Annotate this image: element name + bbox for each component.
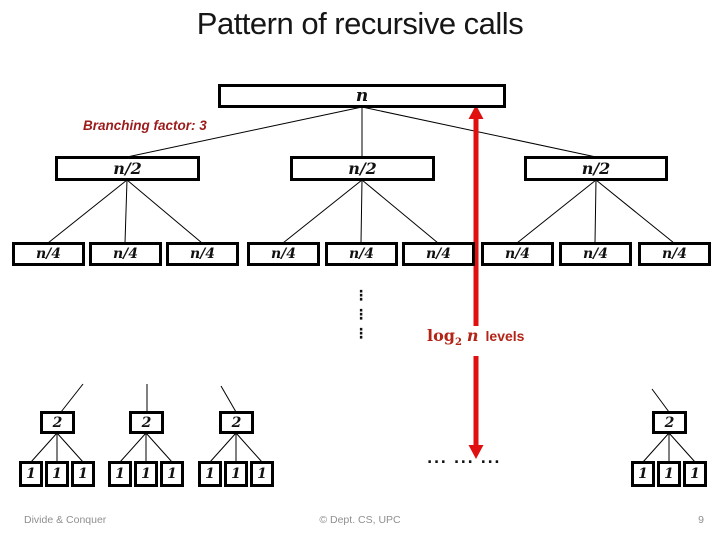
levels-word: levels xyxy=(485,328,525,344)
tree-node-n4: n/4 xyxy=(325,242,398,266)
node-label: n/4 xyxy=(189,246,216,262)
node-label: 1 xyxy=(257,466,267,482)
tree-node-n4: n/4 xyxy=(166,242,239,266)
tree-node-two: 2 xyxy=(219,411,254,434)
tree-node-one: 1 xyxy=(250,461,274,487)
footer-course-label: Divide & Conquer xyxy=(24,514,107,526)
node-label: n/4 xyxy=(348,246,375,262)
node-label: n/2 xyxy=(348,159,377,178)
vertical-ellipsis-glyph: ⋮ xyxy=(354,326,368,342)
node-label: 1 xyxy=(664,466,674,482)
tree-node-two: 2 xyxy=(40,411,75,434)
node-label: 1 xyxy=(26,466,36,482)
node-label: 1 xyxy=(638,466,648,482)
node-label: 1 xyxy=(78,466,88,482)
tree-node-two: 2 xyxy=(129,411,164,434)
node-label: 2 xyxy=(52,414,63,431)
tree-node-one: 1 xyxy=(198,461,222,487)
node-label: 1 xyxy=(167,466,177,482)
node-label: n/4 xyxy=(270,246,297,262)
node-label: n/4 xyxy=(35,246,62,262)
node-label: 1 xyxy=(141,466,151,482)
node-label: n/2 xyxy=(113,159,142,178)
node-label: n xyxy=(355,86,369,106)
node-label: n/4 xyxy=(661,246,688,262)
tree-node-one: 1 xyxy=(657,461,681,487)
node-label: 2 xyxy=(231,414,242,431)
horizontal-ellipsis: ... ... ... xyxy=(427,451,502,467)
tree-node-n4: n/4 xyxy=(402,242,475,266)
log-subscript: 2 xyxy=(454,337,462,349)
node-label: n/2 xyxy=(581,159,611,178)
node-label: 1 xyxy=(205,466,215,482)
tree-node-one: 1 xyxy=(108,461,132,487)
node-label: n/4 xyxy=(112,246,139,262)
footer-copyright: © Dept. CS, UPC xyxy=(319,514,401,526)
tree-node-n4: n/4 xyxy=(12,242,85,266)
tree-node-n2: n/2 xyxy=(55,156,200,181)
footer-page-number: 9 xyxy=(698,514,704,526)
node-label: 1 xyxy=(231,466,241,482)
slide-footer: Divide & Conquer © Dept. CS, UPC 9 xyxy=(0,512,720,532)
node-label: 2 xyxy=(664,414,675,431)
n-variable: n xyxy=(466,326,479,345)
node-label: 2 xyxy=(141,414,152,431)
vertical-ellipsis-glyph: ⋮ xyxy=(354,288,368,304)
node-label: n/4 xyxy=(425,246,452,262)
tree-node-n2: n/2 xyxy=(524,156,668,181)
tree-node-two: 2 xyxy=(652,411,687,434)
node-label: 1 xyxy=(52,466,62,482)
tree-node-n4: n/4 xyxy=(559,242,632,266)
tree-node-n4: n/4 xyxy=(481,242,554,266)
tree-node-one: 1 xyxy=(71,461,95,487)
node-label: n/4 xyxy=(582,246,609,262)
tree-node-n4: n/4 xyxy=(247,242,320,266)
levels-double-arrow xyxy=(468,105,484,459)
log-text: log xyxy=(427,326,455,345)
tree-node-root: n xyxy=(218,84,506,108)
tree-node-n4: n/4 xyxy=(89,242,162,266)
node-label: n/4 xyxy=(504,246,531,262)
tree-node-n4: n/4 xyxy=(638,242,711,266)
tree-node-n2: n/2 xyxy=(290,156,435,181)
tree-node-one: 1 xyxy=(45,461,69,487)
tree-node-one: 1 xyxy=(224,461,248,487)
tree-node-one: 1 xyxy=(19,461,43,487)
branching-factor-label: Branching factor: 3 xyxy=(83,118,207,133)
tree-node-one: 1 xyxy=(631,461,655,487)
tree-node-one: 1 xyxy=(683,461,707,487)
node-label: 1 xyxy=(690,466,700,482)
vertical-ellipsis-glyph: ⋮ xyxy=(354,307,368,323)
vertical-ellipsis: ⋮ ⋮ ⋮ xyxy=(354,289,368,341)
node-label: 1 xyxy=(115,466,125,482)
tree-node-one: 1 xyxy=(134,461,158,487)
page-title: Pattern of recursive calls xyxy=(196,6,524,41)
tree-node-one: 1 xyxy=(160,461,184,487)
